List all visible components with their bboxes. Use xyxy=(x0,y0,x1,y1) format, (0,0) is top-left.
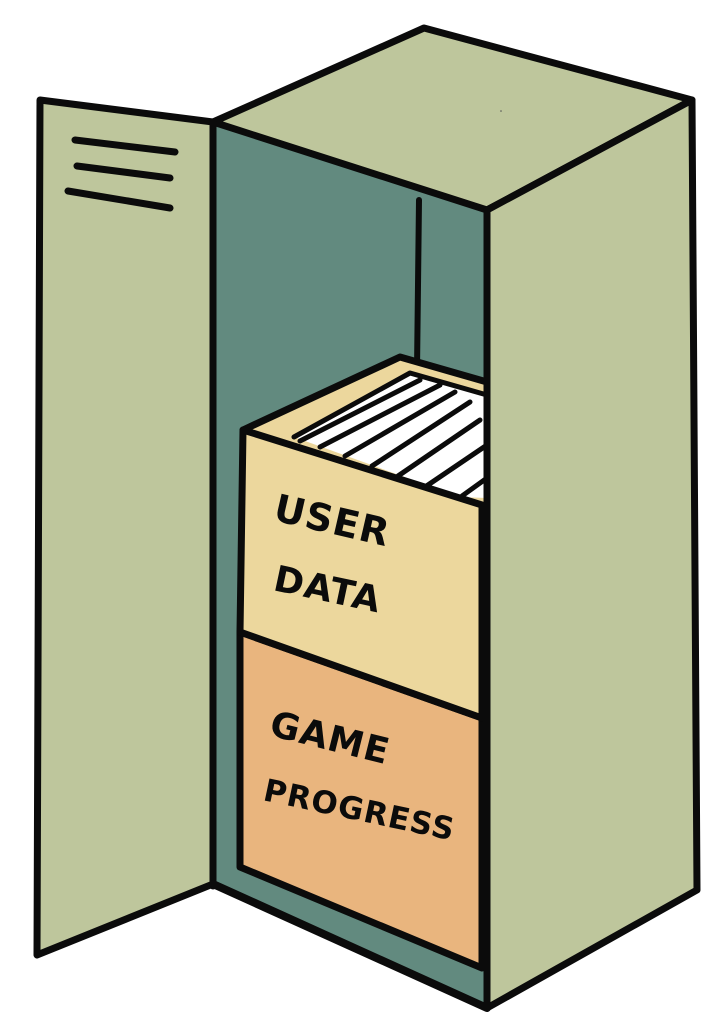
vent-slots-icon xyxy=(64,136,179,212)
locker-side xyxy=(483,96,701,1012)
papers-icon xyxy=(291,370,490,499)
user-data-box: USER DATA xyxy=(236,353,491,722)
game-progress-box: GAME PROGRESS xyxy=(236,628,488,972)
locker-door xyxy=(33,96,217,959)
